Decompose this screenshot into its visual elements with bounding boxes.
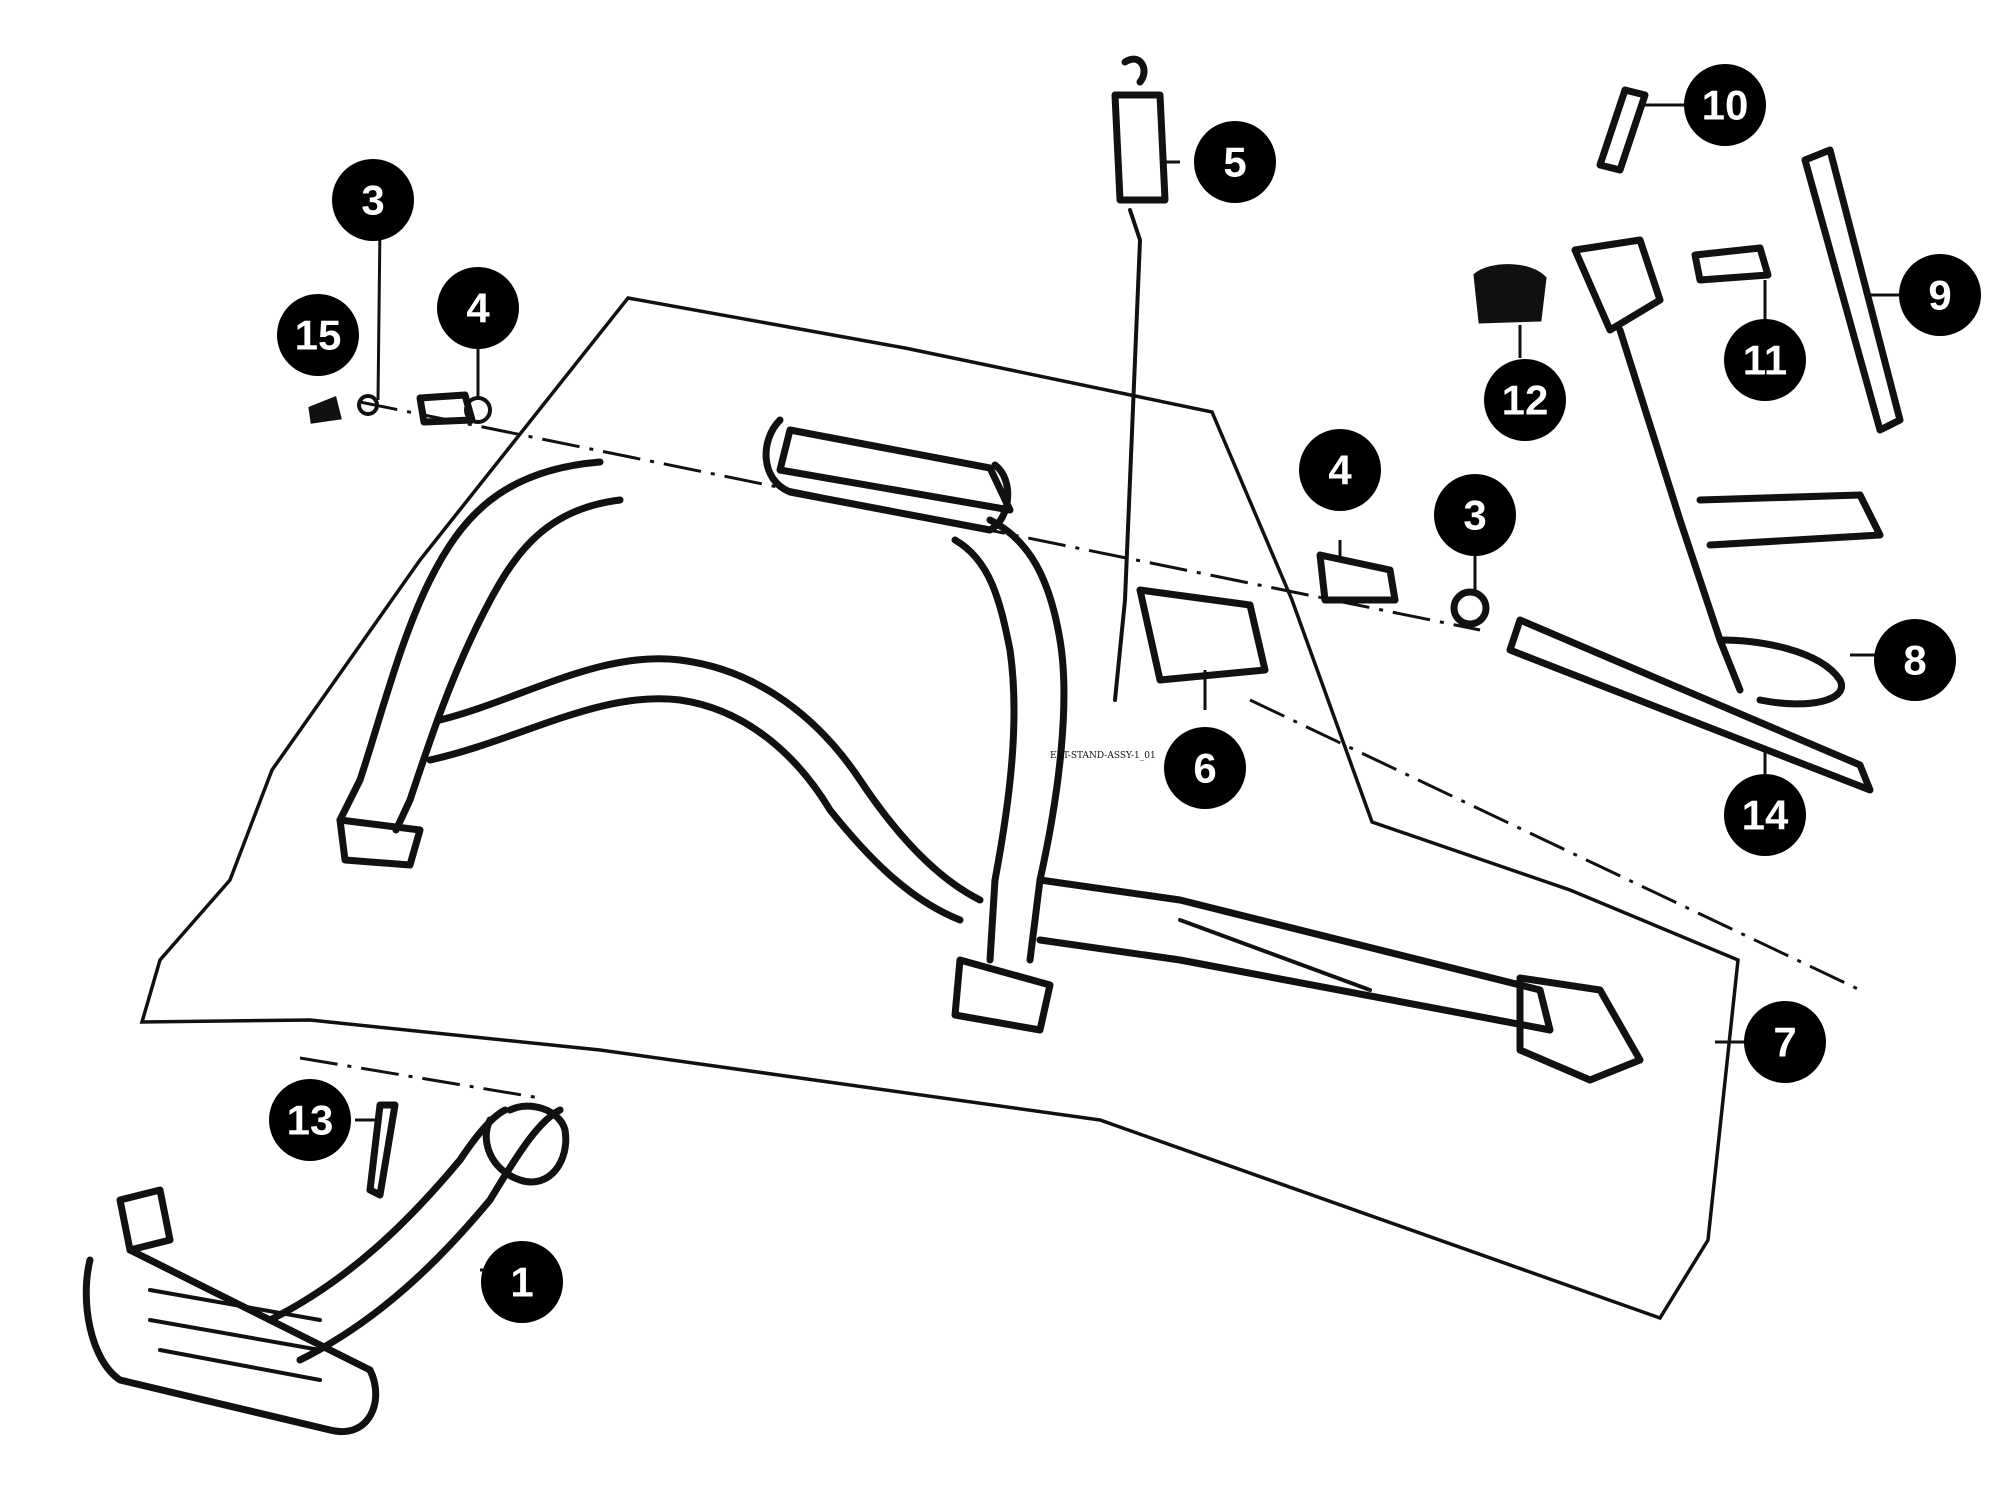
- callout-8-label: 8: [1903, 637, 1926, 684]
- callout-15-label: 15: [295, 312, 342, 359]
- washer-3-right: [1450, 588, 1490, 628]
- spring-5: [1111, 55, 1169, 702]
- axis-line-right: [1249, 698, 1861, 992]
- callout-13-label: 13: [287, 1097, 334, 1144]
- callout-3-right-label: 3: [1463, 492, 1486, 539]
- stamp-text: EXT-STAND-ASSY-1_01: [1050, 751, 1156, 761]
- cap-12: [1473, 264, 1547, 324]
- callout-7: 7: [1744, 1001, 1826, 1083]
- callout-12: 12: [1484, 359, 1566, 441]
- callout-5-label: 5: [1223, 139, 1246, 186]
- callout-10: 10: [1684, 64, 1766, 146]
- rubber-stop-6: [1136, 586, 1269, 684]
- callout-14-label: 14: [1742, 792, 1789, 839]
- callout-13: 13: [269, 1079, 351, 1161]
- callout-10-label: 10: [1702, 82, 1749, 129]
- callout-8: 8: [1874, 619, 1956, 701]
- callout-11: 11: [1724, 319, 1806, 401]
- callout-3-left: 3: [332, 159, 414, 241]
- callout-4-right-label: 4: [1328, 447, 1352, 494]
- callout-9-label: 9: [1928, 272, 1951, 319]
- callout-11-label: 11: [1743, 337, 1787, 384]
- bracket-11: [1691, 244, 1772, 284]
- callout-12-label: 12: [1502, 377, 1549, 424]
- callout-1: 1: [481, 1241, 563, 1323]
- callout-14: 14: [1724, 774, 1806, 856]
- main-stand: [336, 416, 1644, 1084]
- leader-lines: [355, 103, 1900, 1272]
- washer-3-left: [357, 394, 379, 416]
- callout-3-left-label: 3: [361, 177, 384, 224]
- pivot-shaft-14: [1506, 616, 1874, 794]
- stand-spring-9: [1801, 146, 1904, 434]
- pin-15: [308, 395, 342, 424]
- callout-9: 9: [1899, 254, 1981, 336]
- kick-pedal: [82, 1102, 570, 1436]
- callout-7-label: 7: [1773, 1019, 1796, 1066]
- collar-4-right: [1316, 551, 1399, 604]
- callout-3-right: 3: [1434, 474, 1516, 556]
- callout-1-label: 1: [510, 1259, 533, 1306]
- callout-4-left: 4: [437, 267, 519, 349]
- assembly-boundary: [139, 296, 1740, 1321]
- callout-4-left-label: 4: [466, 285, 490, 332]
- callout-6: 6: [1164, 727, 1246, 809]
- callout-6-label: 6: [1193, 745, 1216, 792]
- bolt-13: [366, 1101, 399, 1199]
- callout-4-right: 4: [1299, 429, 1381, 511]
- callout-15: 15: [277, 294, 359, 376]
- axis-line-lower: [299, 1056, 541, 1100]
- plate-10: [1596, 86, 1649, 174]
- side-stand-8: [1571, 236, 1884, 708]
- callout-5: 5: [1194, 121, 1276, 203]
